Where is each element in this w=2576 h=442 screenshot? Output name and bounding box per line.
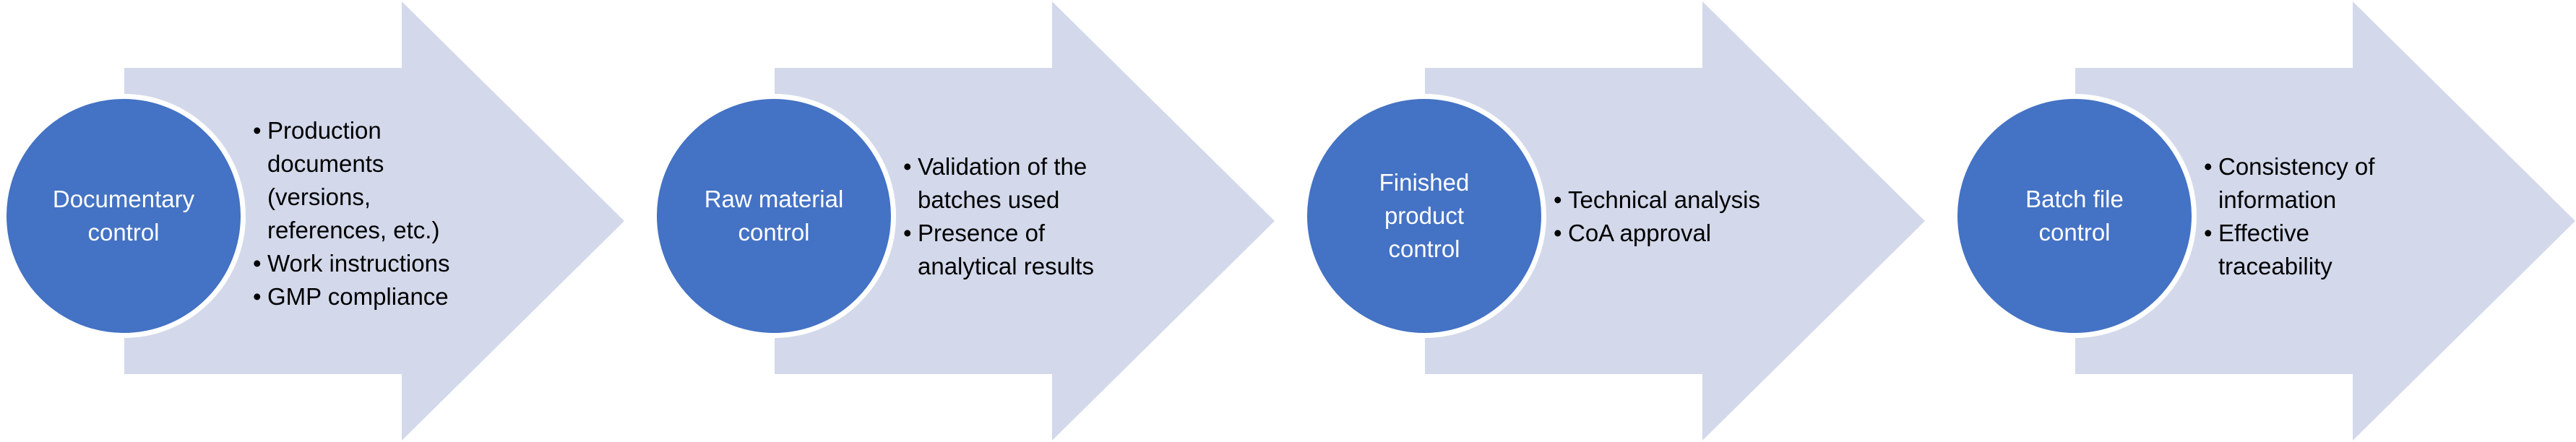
stage-bullet: Technical analysis (1554, 183, 1828, 217)
stage-bullet: Production documents (versions, referenc… (253, 114, 527, 247)
stage-title: Batch file control (2025, 186, 2124, 246)
stage-raw-material-control: Raw material control Validation of the b… (650, 0, 1286, 442)
stage-circle: Batch file control (1952, 94, 2197, 338)
stage-bullet: CoA approval (1554, 217, 1828, 250)
stage-bullet-list: Consistency of information Effective tra… (2204, 150, 2478, 283)
stage-finished-product-control: Finished product control Technical analy… (1301, 0, 1937, 442)
stage-bullet-list: Production documents (versions, referenc… (253, 114, 527, 313)
stage-bullet: GMP compliance (253, 280, 527, 313)
stage-circle: Finished product control (1302, 94, 1546, 338)
stage-batch-file-control: Batch file control Consistency of inform… (1951, 0, 2576, 442)
stage-bullet-list: Technical analysis CoA approval (1554, 183, 1828, 250)
stage-documentary-control: Documentary control Production documents… (0, 0, 636, 442)
stage-circle: Raw material control (652, 94, 896, 338)
stage-bullet: Validation of the batches used (903, 150, 1178, 217)
stage-title: Raw material control (704, 186, 844, 246)
stage-title: Finished product control (1379, 169, 1470, 262)
stage-bullet: Work instructions (253, 247, 527, 280)
stage-bullet-list: Validation of the batches used Presence … (903, 150, 1178, 283)
stage-bullet: Effective traceability (2204, 217, 2478, 283)
stage-title: Documentary control (52, 186, 195, 246)
stage-circle: Documentary control (1, 94, 246, 338)
stage-bullet: Presence of analytical results (903, 217, 1178, 283)
stage-bullet: Consistency of information (2204, 150, 2478, 217)
